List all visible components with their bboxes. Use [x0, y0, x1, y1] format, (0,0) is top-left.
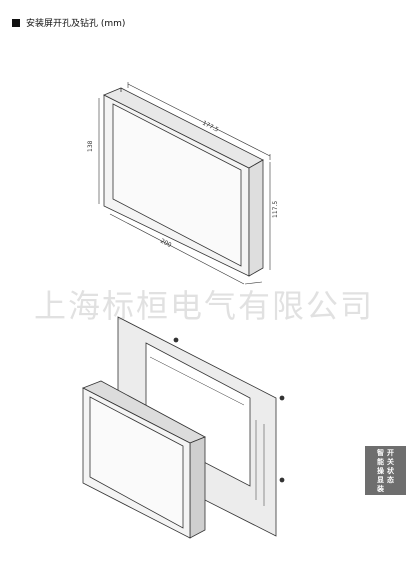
screw-icon — [279, 477, 285, 483]
side-tab-char: 显 — [377, 476, 384, 484]
side-tab-char: 开 — [387, 449, 394, 457]
section-title: 安装屏开孔及钻孔 (mm) — [26, 19, 126, 29]
side-tab-char: 操 — [377, 467, 384, 475]
screw-icon — [279, 395, 285, 401]
body-side — [248, 159, 264, 277]
width-dimension-label: 200 — [159, 238, 173, 250]
unit-side — [189, 436, 206, 539]
unit-isometric-drawing — [98, 82, 271, 285]
side-tab-char: 态 — [387, 476, 394, 484]
height-dimension-label: 138 — [87, 140, 94, 152]
side-tab-char: 能 — [377, 458, 384, 466]
screw-icon — [173, 337, 179, 343]
company-watermark: 上海标桓电气有限公司 — [34, 287, 375, 325]
side-height-dimension-label: 117.5 — [272, 201, 279, 218]
front-screen — [112, 103, 242, 267]
panel-cutout-drawing — [82, 316, 285, 539]
side-tab-column-2: 开 关 状 态 — [387, 449, 394, 495]
panel-cutout — [145, 342, 251, 487]
side-tab-char: 装 — [377, 485, 384, 493]
unit-front-screen — [89, 396, 184, 529]
section-header: 安装屏开孔及钻孔 (mm) — [12, 16, 125, 29]
side-tab-char: 智 — [377, 449, 384, 457]
category-side-tab: 智 能 操 显 装 开 关 状 态 — [365, 446, 406, 495]
side-tab-char: 关 — [387, 458, 394, 466]
square-bullet-icon — [12, 18, 20, 27]
side-tab-column-1: 智 能 操 显 装 — [377, 449, 384, 495]
side-tab-char: 状 — [387, 467, 394, 475]
